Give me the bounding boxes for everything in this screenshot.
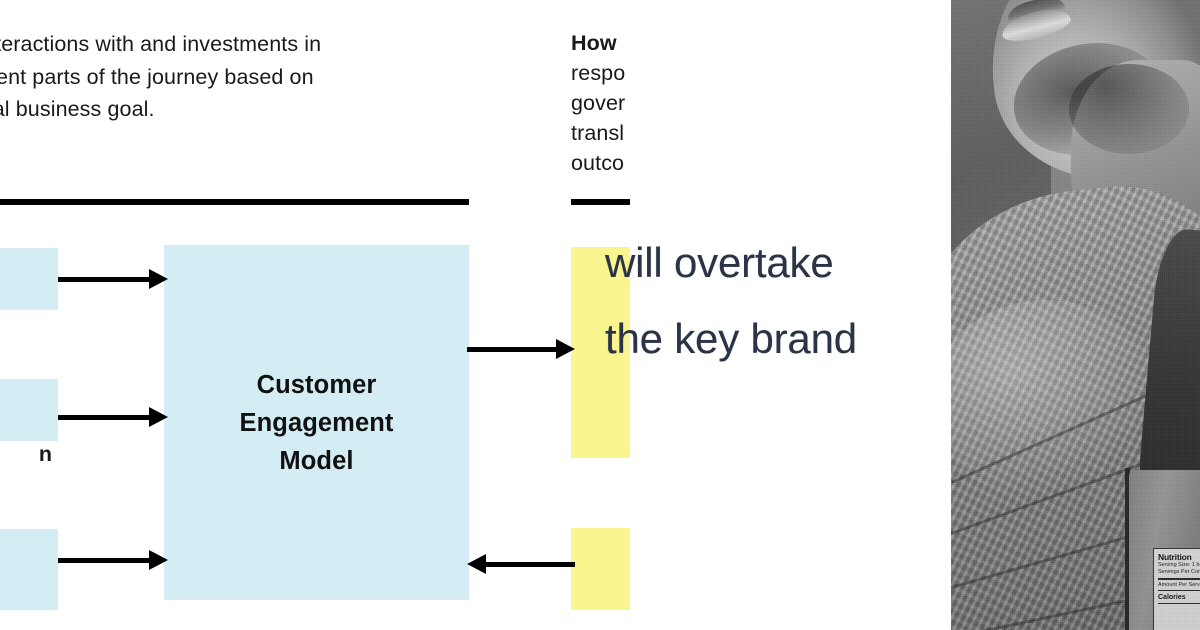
nutrition-label-divider [1158,603,1200,604]
diagram-center-box-label: Customer Engagement Model [239,370,394,475]
photo-nutrition-facts-label: Nutrition Serving Size: 1 bar Servings P… [1153,548,1200,630]
arrow-head [556,339,575,359]
photo-grain-overlay [951,0,1200,630]
left-column-paragraph: he interactions with and investments in … [0,32,322,121]
nutrition-label-title: Nutrition [1158,553,1200,562]
slide-canvas: he interactions with and investments in … [0,28,858,610]
diagram-input-box-1[interactable] [0,248,58,310]
nutrition-label-amount-per-serving: Amount Per Serving [1158,582,1200,589]
arrow-shaft [58,558,153,563]
nutrition-label-row-2: Servings Per Container: 12 [1158,569,1200,576]
arrow-left-icon-5 [467,551,575,577]
photo-bottle-edge [1125,468,1130,630]
arrow-right-icon-3 [58,547,168,573]
divider-rule-middle [571,199,630,205]
arrow-head [149,407,168,427]
divider-rule-left [0,199,469,205]
arrow-right-icon-1 [58,266,168,292]
nutrition-label-row-1: Serving Size: 1 bar [1158,562,1200,569]
diagram-output-box-1[interactable] [571,247,630,458]
arrow-right-icon-4 [467,336,575,362]
overlay-headline: will overtake the key brand [605,239,857,362]
photo-tone-overlay [951,0,1200,630]
middle-column: How respo gover transl outco [571,28,630,178]
nutrition-label-divider [1158,577,1200,580]
arrow-shaft [482,562,575,567]
photo-man-portrait: Nutrition Serving Size: 1 bar Servings P… [951,0,1200,630]
nutrition-label-calories: Calories [1158,593,1200,602]
diagram-output-box-2[interactable] [571,528,630,610]
arrow-head [149,269,168,289]
arrow-head [149,550,168,570]
diagram-input-box-2[interactable]: n [0,379,58,464]
nutrition-label-divider [1158,590,1200,591]
diagram-input-box-3[interactable] [0,529,58,610]
diagram-input-box-2-label: n [38,441,52,466]
arrow-head [467,554,486,574]
arrow-right-icon-2 [58,404,168,430]
arrow-shaft [467,347,560,352]
arrow-shaft [58,277,153,282]
arrow-shaft [58,415,153,420]
middle-column-body: respo gover transl outco [571,61,626,175]
diagram-center-box[interactable]: Customer Engagement Model [164,245,469,600]
photo-jaw-shadow [1069,64,1189,154]
middle-column-heading: How [571,31,617,55]
